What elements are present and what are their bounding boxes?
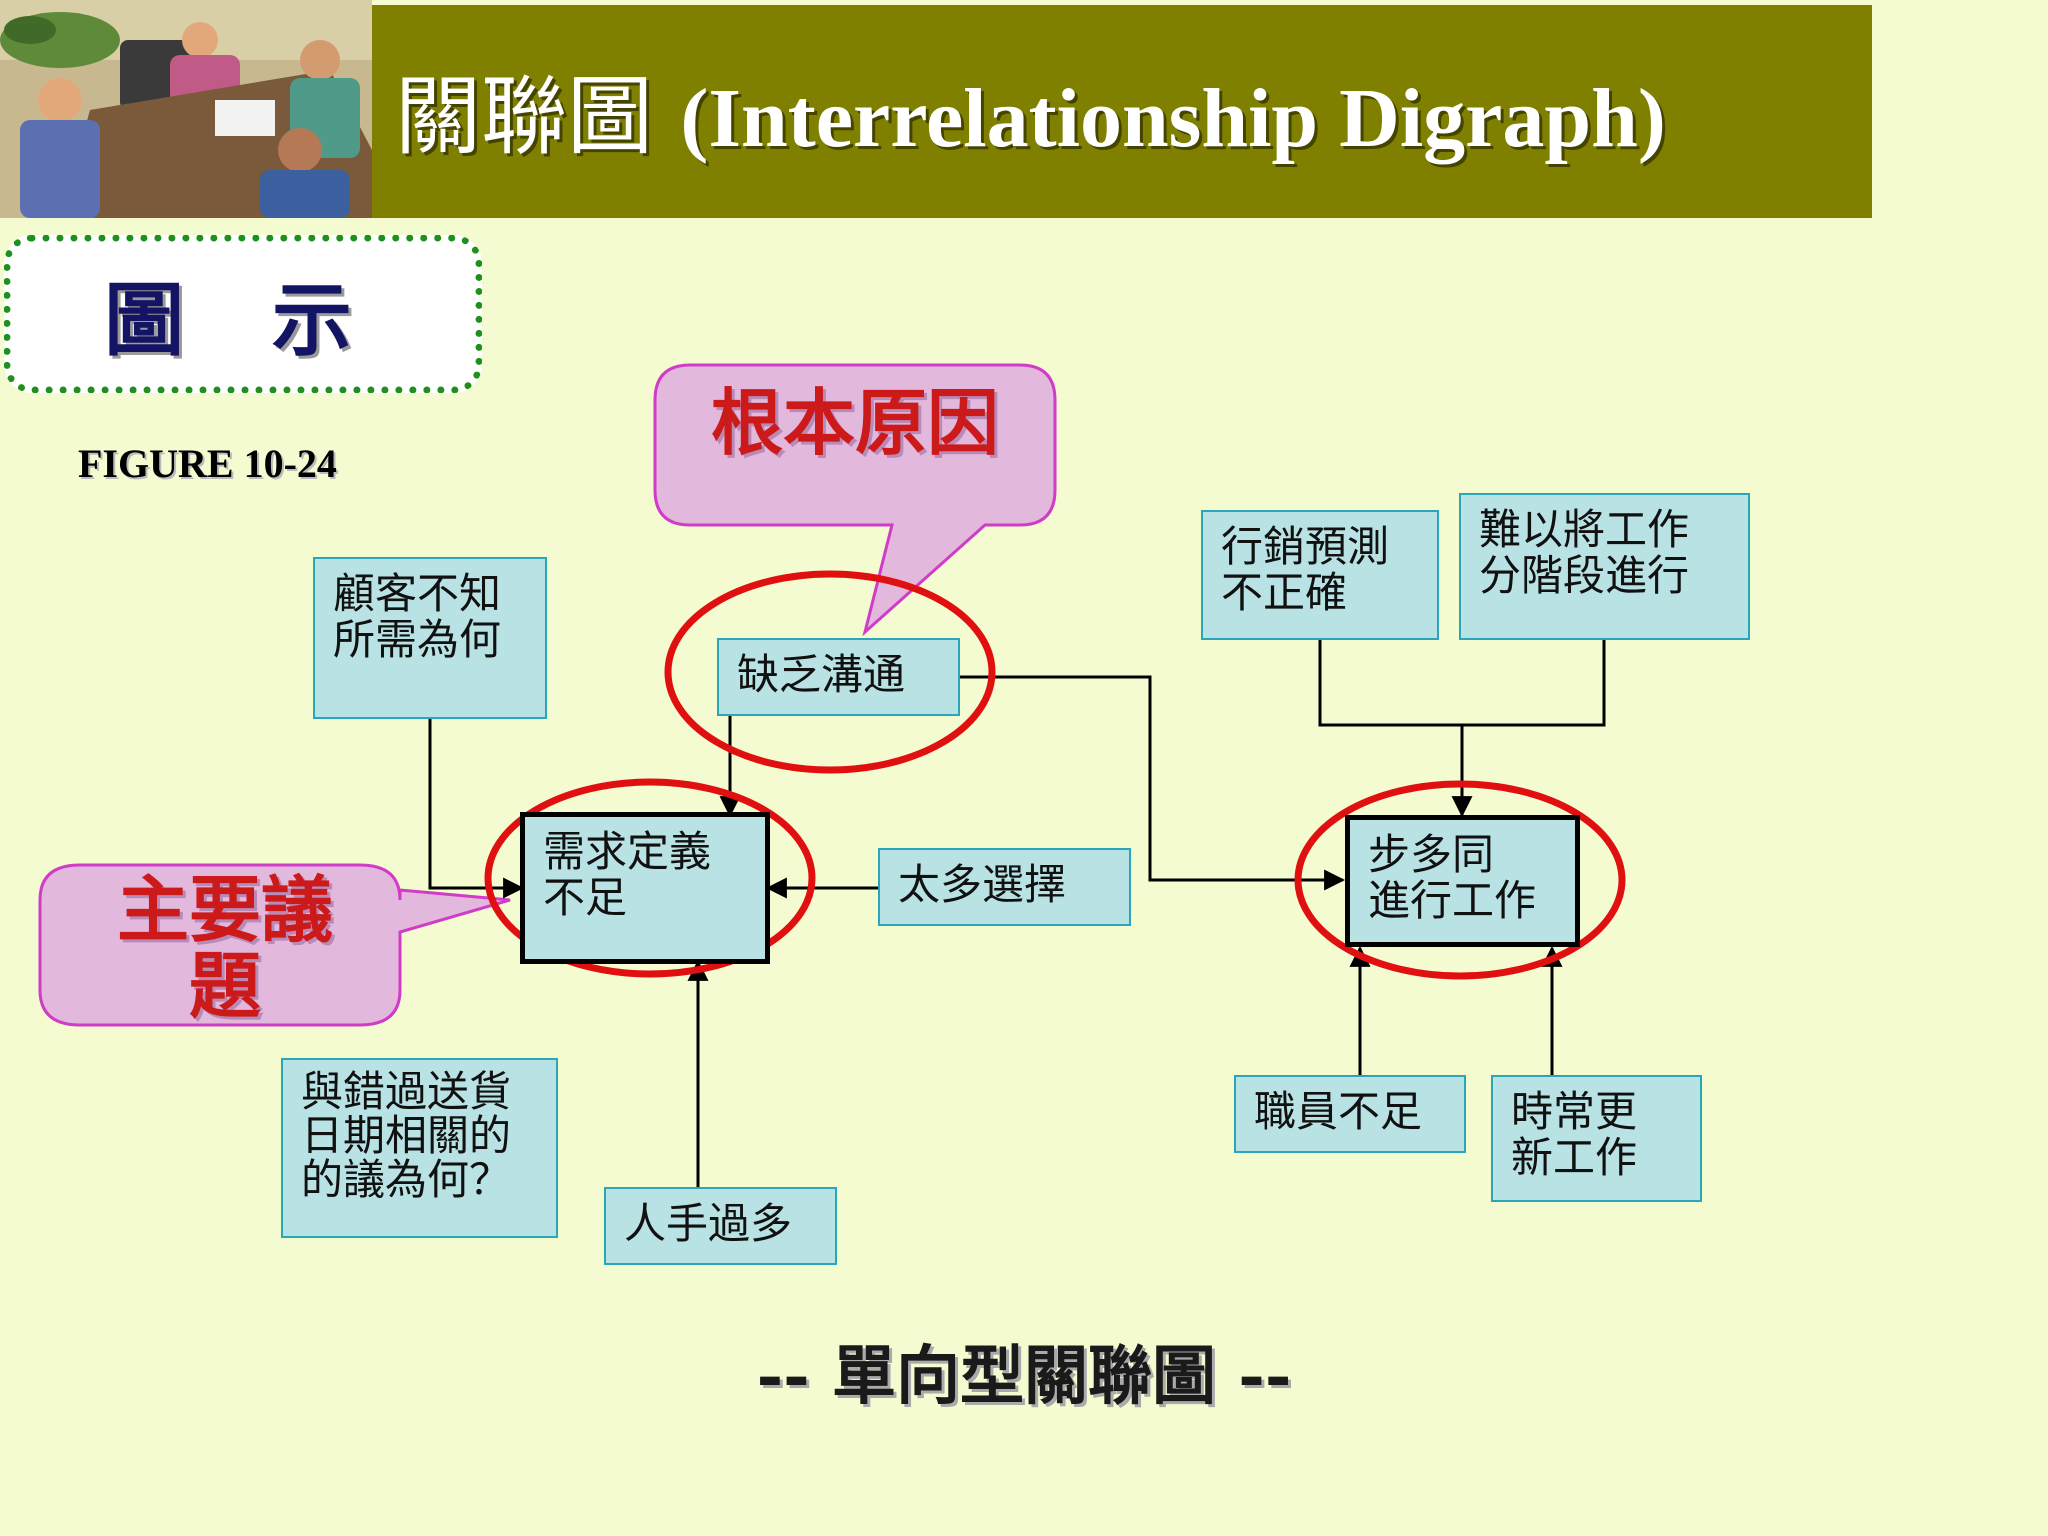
title-chinese: 關聯圖 bbox=[395, 67, 653, 167]
node-too-many-choices: 太多選擇 bbox=[878, 848, 1131, 926]
main-issue-callout-shape bbox=[38, 863, 511, 1027]
node-forecast-incorrect: 行銷預測 不正確 bbox=[1201, 510, 1439, 640]
caption-label: 圖 示 bbox=[104, 273, 382, 367]
node-staff-shortage: 職員不足 bbox=[1234, 1075, 1466, 1153]
connector-forecast-down bbox=[1318, 640, 1606, 727]
page-title: 關聯圖 (Interrelationship Digraph) bbox=[395, 52, 1666, 182]
arrow-customer-to-demand bbox=[428, 718, 525, 899]
figure-label: FIGURE 10-24 bbox=[78, 441, 337, 486]
node-customer-unknown: 顧客不知 所需為何 bbox=[313, 557, 547, 719]
node-lack-communication: 缺乏溝通 bbox=[717, 638, 960, 716]
main-issue-callout: 主要議 題 bbox=[116, 867, 333, 1028]
diagram-subtitle: -- 單向型關聯圖 -- bbox=[756, 1339, 1292, 1414]
caption-box: 圖 示 bbox=[4, 235, 482, 393]
node-frequent-updates: 時常更 新工作 bbox=[1491, 1075, 1702, 1202]
title-english: (Interrelationship Digraph) bbox=[680, 72, 1666, 165]
ring-parallel-work bbox=[1294, 780, 1626, 980]
node-parallel-work: 步多同 進行工作 bbox=[1345, 815, 1580, 947]
root-cause-callout-shape bbox=[653, 363, 1057, 637]
node-demand-definition: 需求定義 不足 bbox=[520, 812, 770, 964]
root-cause-callout: 根本原因 bbox=[710, 380, 999, 465]
ring-lack-communication bbox=[664, 570, 996, 774]
node-wrong-delivery: 與錯過送貨 日期相關的 的議為何？ bbox=[281, 1058, 558, 1238]
node-hard-to-stage: 難以將工作 分階段進行 bbox=[1459, 493, 1750, 640]
arrow-communication-to-parallel bbox=[960, 675, 1346, 891]
ring-demand-definition bbox=[484, 778, 816, 978]
title-bar bbox=[372, 5, 1872, 218]
node-too-many-staff: 人手過多 bbox=[604, 1187, 837, 1265]
meeting-clipart-icon bbox=[0, 0, 372, 218]
